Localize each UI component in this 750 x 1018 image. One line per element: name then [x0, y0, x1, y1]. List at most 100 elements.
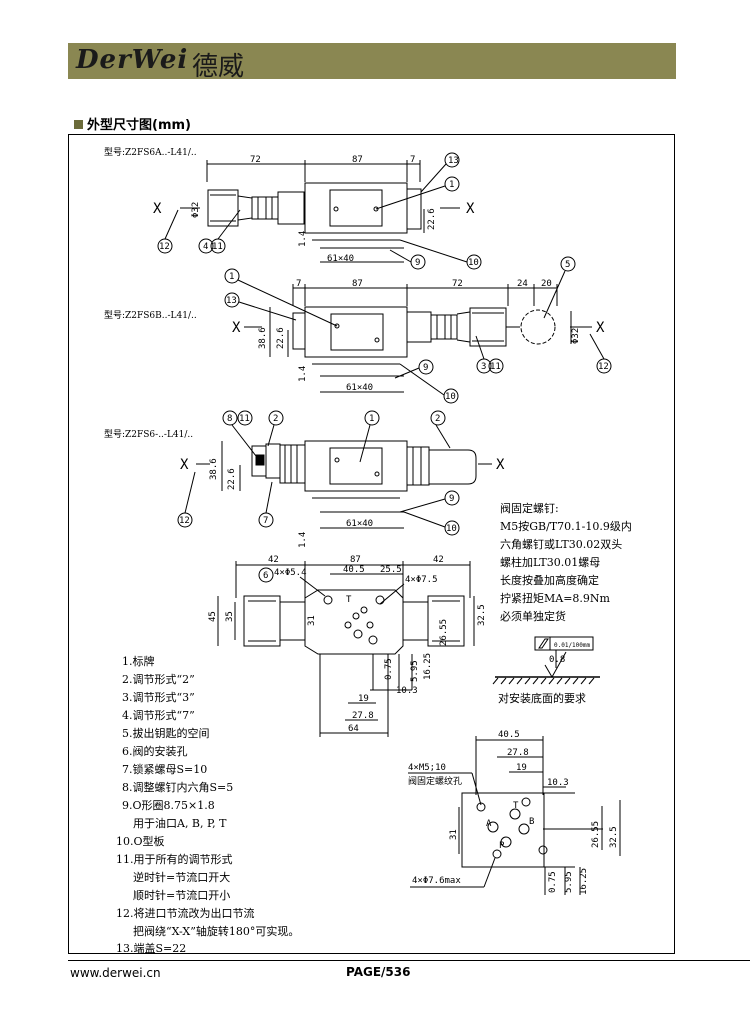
dim-87: 87 — [352, 155, 363, 165]
legend-item-6: 6.阀的安装孔 — [122, 744, 188, 758]
port-a: A — [486, 819, 492, 829]
legend-item-5: 5.拔出钥匙的空间 — [122, 726, 210, 740]
dim-phi32: Φ32 — [191, 202, 201, 218]
view-z2fs6a: 型号:Z2FS6A..-L41/.. 72 87 7 61×40 1.4 22.… — [104, 147, 482, 270]
brand-logo-chinese: 德威 — [192, 52, 245, 82]
legend: 1.标牌 2.调节形式“2” 3.调节形式“3” 4.调节形式“7” 5.拔出钥… — [116, 654, 299, 955]
detail-dim-31: 31 — [449, 829, 459, 840]
thread-spec: 4×M5;10 — [408, 763, 446, 773]
holes-spec: 4×Φ7.6max — [412, 876, 461, 886]
bolt-note-line-6: 拧紧扭矩MA=8.9Nm — [500, 591, 611, 605]
top-view: 42 87 42 6 4×Φ5.4 40.5 25.5 4×Φ7.5 T 45 … — [208, 555, 487, 737]
brand-logo-latin: DerWei — [76, 45, 189, 75]
thread-note: 阀固定螺纹孔 — [408, 775, 462, 787]
dim-35: 35 — [225, 611, 235, 622]
legend-item-3: 3.调节形式“3” — [122, 691, 195, 704]
dim-25-5: 25.5 — [380, 565, 402, 575]
dim-19-top: 19 — [358, 694, 369, 704]
detail-dim-40-5: 40.5 — [498, 730, 520, 740]
axis-x-right: X — [466, 201, 475, 217]
legend-item-7: 7.锁紧螺母S=10 — [122, 762, 207, 776]
detail-dim-5-95: 5.95 — [564, 871, 574, 893]
bolt-note-line-4: 螺柱加LT30.01螺母 — [500, 555, 600, 569]
axis-x-left-b: X — [232, 320, 241, 336]
detail-dim-27-8: 27.8 — [507, 748, 529, 758]
balloon-11-c: 11 — [239, 414, 250, 424]
balloon-12-c: 12 — [179, 516, 190, 526]
bolt-note-line-5: 长度按叠加高度确定 — [500, 573, 599, 587]
legend-item-1: 1.标牌 — [122, 654, 155, 668]
dim-1-4-b: 1.4 — [298, 366, 308, 382]
footer-page-number: PAGE/536 — [346, 965, 411, 979]
dim-22-6: 22.6 — [427, 208, 437, 230]
dim-4xphi7-5: 4×Φ7.5 — [405, 575, 438, 585]
dim-40-5-top: 40.5 — [343, 565, 365, 575]
legend-item-13: 13.端盖S=22 — [116, 941, 186, 955]
detail-dim-19: 19 — [516, 763, 527, 773]
dim-87-b: 87 — [352, 279, 363, 289]
dim-10-3-top: 10.3 — [396, 686, 418, 696]
legend-item-11: 11.用于所有的调节形式 — [116, 852, 233, 866]
surface-requirement: 0.01/100mm 0.8 对安装底面的要求 — [492, 636, 600, 705]
dim-20: 20 — [541, 279, 552, 289]
dim-phi32-b: Φ32 — [571, 328, 581, 344]
balloon-1-c: 1 — [369, 414, 374, 424]
bolt-note-line-7: 必须单独定货 — [500, 609, 566, 623]
dim-61x40: 61×40 — [327, 254, 354, 264]
model-label-c: 型号:Z2FS6-..-L41/.. — [104, 429, 193, 440]
dim-87-top: 87 — [350, 555, 361, 565]
dim-1-4-c: 1.4 — [298, 532, 308, 548]
dim-5-95-top: 5.95 — [410, 660, 420, 682]
legend-item-2: 2.调节形式“2” — [122, 673, 195, 686]
dim-1-4: 1.4 — [298, 231, 308, 247]
bolt-note-line-1: 阀固定螺钉: — [500, 501, 559, 515]
legend-item-11-sub-1: 逆时针=节流口开大 — [122, 870, 230, 884]
balloon-11: 11 — [212, 242, 223, 252]
balloon-13: 13 — [448, 156, 459, 166]
balloon-2-c: 2 — [435, 414, 440, 424]
balloon-6: 6 — [263, 571, 268, 581]
axis-x-left: X — [153, 201, 162, 217]
dim-64: 64 — [348, 724, 359, 734]
balloon-13-b: 13 — [226, 296, 237, 306]
balloon-8: 8 — [227, 414, 232, 424]
surface-caption: 对安装底面的要求 — [498, 691, 586, 705]
legend-item-12-sub: 把阀绕“X-X”轴旋转180°可实现。 — [122, 924, 299, 938]
balloon-1: 1 — [449, 180, 454, 190]
balloon-3: 3 — [481, 362, 486, 372]
dim-38-6-c: 38.6 — [209, 458, 219, 480]
dim-32-5-top: 32.5 — [477, 604, 487, 626]
dim-0-75-top: 0.75 — [384, 658, 394, 680]
port-b: B — [529, 817, 534, 827]
dim-72-b: 72 — [452, 279, 463, 289]
balloon-10-c: 10 — [446, 524, 457, 534]
axis-x-left-c: X — [180, 457, 189, 473]
flatness-spec: 0.01/100mm — [554, 642, 591, 649]
balloon-11-b: 11 — [490, 362, 501, 372]
model-label-a: 型号:Z2FS6A..-L41/.. — [104, 147, 197, 158]
dim-16-25-top: 16.25 — [423, 653, 433, 680]
balloon-10: 10 — [468, 258, 479, 268]
view-z2fs6: 型号:Z2FS6-..-L41/.. 8 11 2 1 2 61×40 1.4 … — [104, 410, 505, 548]
port-t: T — [513, 801, 519, 811]
balloon-12-b: 12 — [598, 362, 609, 372]
header-banner: DerWei 德威 — [68, 43, 676, 82]
axis-x-right-c: X — [496, 457, 505, 473]
model-label-b: 型号:Z2FS6B..-L41/.. — [104, 310, 197, 321]
dim-26-55-top: 26.55 — [439, 619, 449, 646]
dim-24: 24 — [517, 279, 528, 289]
balloon-9: 9 — [415, 258, 420, 268]
view-z2fs6b: 型号:Z2FS6B..-L41/.. 1 13 5 7 87 72 24 20 … — [104, 256, 612, 404]
legend-item-8: 8.调整螺钉内六角S=5 — [122, 780, 233, 794]
legend-item-9: 9.O形圈8.75×1.8 — [122, 799, 215, 812]
legend-item-9-sub: 用于油口A, B, P, T — [122, 816, 227, 830]
footer-url: www.derwei.cn — [70, 966, 161, 980]
balloon-5: 5 — [565, 260, 570, 270]
balloon-12: 12 — [159, 242, 170, 252]
balloon-2: 2 — [273, 414, 278, 424]
bolt-note: 阀固定螺钉: M5按GB/T70.1-10.9级内 六角螺钉或LT30.02双头… — [500, 501, 632, 623]
section-title: 外型尺寸图(mm) — [87, 118, 191, 133]
dim-72: 72 — [250, 155, 261, 165]
detail-dim-0-75: 0.75 — [548, 871, 558, 893]
